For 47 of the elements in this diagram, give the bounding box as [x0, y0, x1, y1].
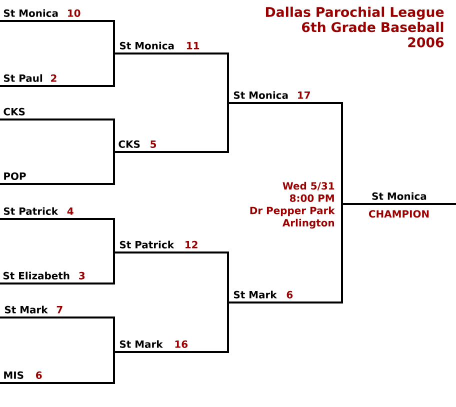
team-name: St Monica: [234, 91, 288, 99]
winner-name: St Monica: [341, 192, 456, 205]
caption-text: CHAMPION: [368, 210, 429, 218]
score: 16: [175, 340, 188, 348]
bracket-line: [113, 102, 229, 153]
team-name: St Mark: [4, 306, 48, 314]
note-text: 8:00 PM: [290, 194, 334, 202]
team-name: St Patrick: [4, 207, 58, 215]
score: 3: [79, 272, 85, 280]
team-name: POP: [4, 172, 26, 180]
team-name: St Mark: [120, 340, 163, 348]
score: 6: [36, 371, 42, 379]
score: 17: [298, 92, 310, 99]
bracket-line: [0, 351, 115, 384]
note-text: Arlington: [282, 218, 334, 229]
bracket-line: [227, 203, 343, 304]
team-name: St Mark: [234, 290, 277, 298]
team-name: St Paul: [4, 74, 42, 82]
bracket-line: [0, 20, 115, 54]
bracket-line: [0, 218, 115, 254]
score: 7: [56, 306, 62, 314]
score: 5: [150, 140, 156, 148]
bracket-line: [0, 118, 115, 153]
bracket-line: [0, 316, 115, 353]
note-text: Wed 5/31: [282, 182, 334, 190]
bracket-line: [0, 151, 115, 185]
team-name: St Patrick: [120, 240, 174, 248]
title: Dallas Parochial League 6th Grade Baseball 2006: [266, 6, 444, 48]
note-text: Dr Pepper Park: [250, 206, 335, 216]
score: 4: [67, 208, 74, 215]
score: 10: [68, 9, 80, 17]
score: 2: [51, 74, 56, 82]
team-name: St Monica: [4, 9, 58, 17]
bracket-line: [113, 302, 229, 353]
team-name: CKS: [4, 108, 25, 116]
score: 12: [186, 240, 198, 248]
bracket-line: [0, 252, 115, 284]
bracket-line: [227, 102, 343, 205]
team-name: CKS: [118, 140, 140, 148]
bracket-line: [113, 52, 229, 104]
team-name: St Monica: [120, 42, 174, 50]
score: 6: [286, 290, 293, 298]
score: 11: [187, 42, 200, 50]
bracket-line: [113, 252, 229, 304]
team-name: MIS: [4, 371, 24, 379]
team-name: St Elizabeth: [3, 272, 70, 280]
bracket-line: [0, 52, 115, 87]
